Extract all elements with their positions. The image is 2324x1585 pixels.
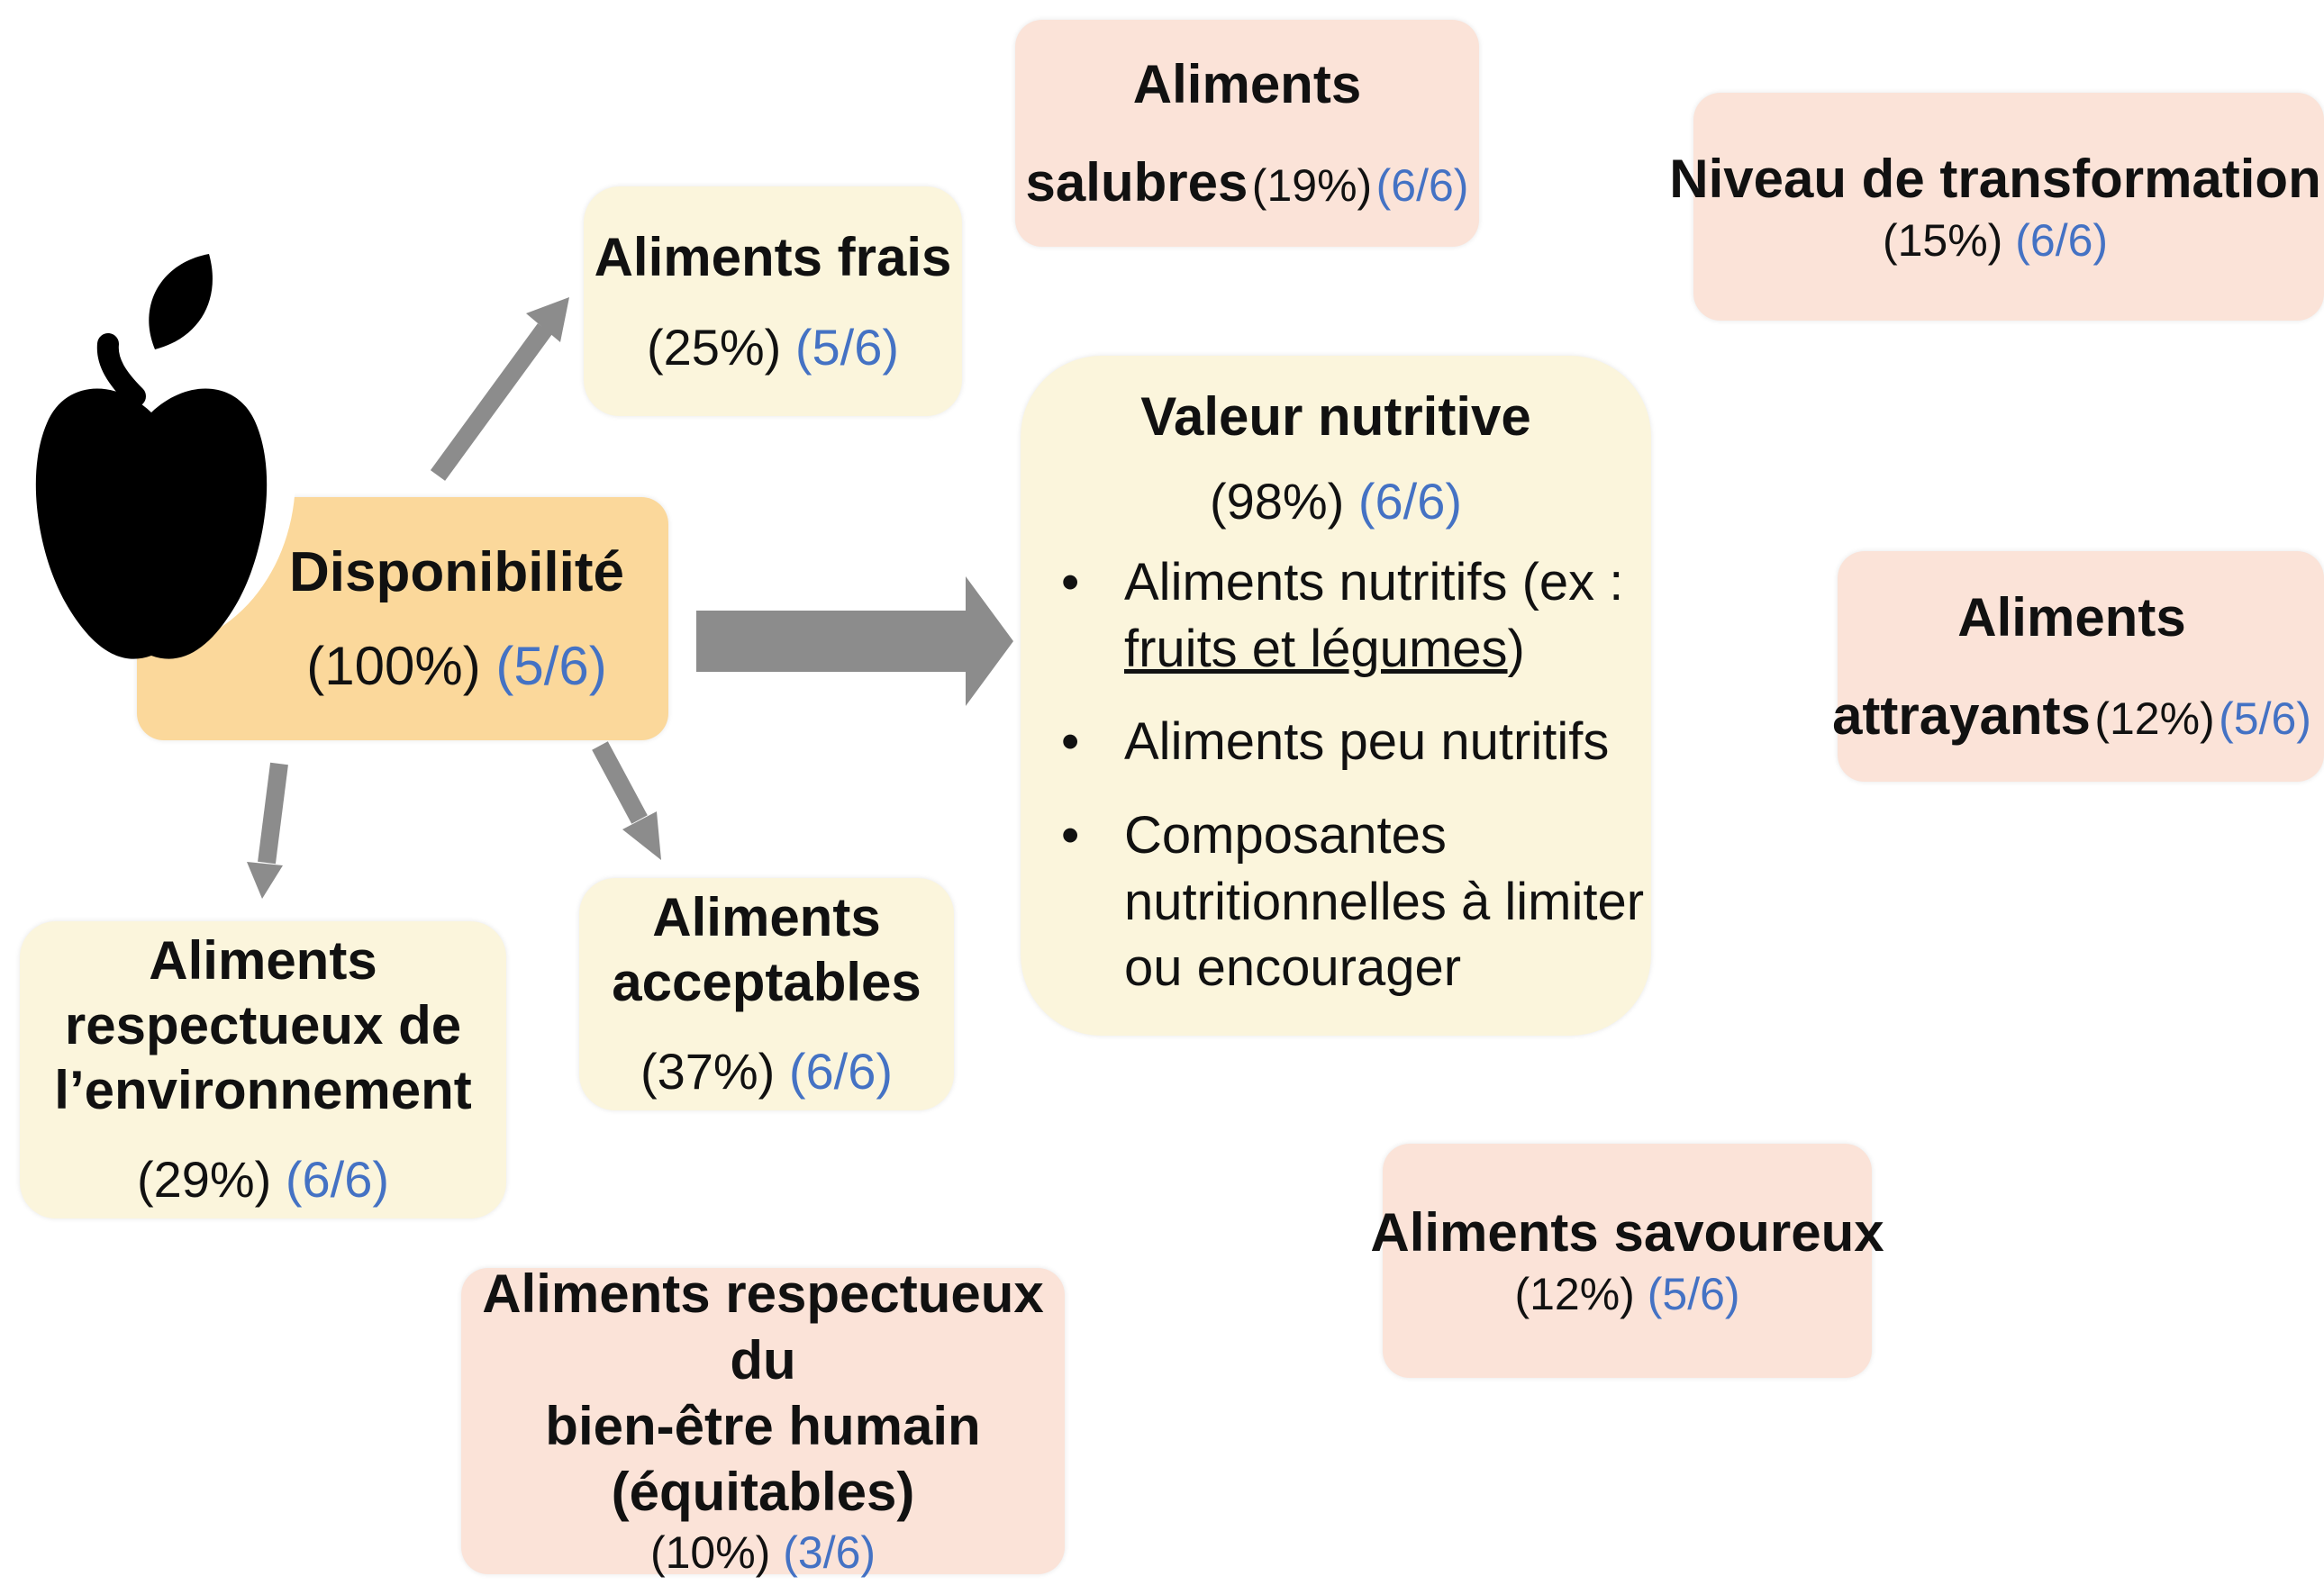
node-aliments-acceptables-title-line-1: Aliments bbox=[652, 887, 881, 947]
node-disponibilite-stats: (100%) (5/6) bbox=[306, 632, 606, 700]
node-aliments-environnement-ratio: (6/6) bbox=[285, 1151, 390, 1208]
node-aliments-frais-title: Aliments frais bbox=[594, 227, 952, 287]
node-aliments-equitables-title-line-2: bien-être humain bbox=[545, 1395, 981, 1456]
node-aliments-equitables-stats: (10%) (3/6) bbox=[650, 1525, 876, 1581]
node-aliments-frais: Aliments frais (25%) (5/6) bbox=[584, 186, 962, 416]
node-aliments-environnement: Aliments respectueux de l’environnement … bbox=[20, 921, 506, 1218]
arrowhead-frais bbox=[526, 297, 569, 342]
arrow-to-environnement bbox=[258, 762, 288, 865]
list-item-aliments-peu-nutritifs: Aliments peu nutritifs bbox=[1021, 709, 1651, 775]
node-disponibilite-title: Disponibilité bbox=[289, 540, 624, 603]
node-aliments-equitables-ratio: (3/6) bbox=[783, 1527, 876, 1579]
node-aliments-acceptables-title-line-2: acceptables bbox=[612, 952, 921, 1012]
node-aliments-attrayants-stats: attrayants (12%) (5/6) bbox=[1832, 682, 2311, 749]
arrowhead-environnement bbox=[247, 862, 283, 899]
node-valeur-nutritive-title: Valeur nutritive bbox=[1140, 386, 1531, 447]
node-aliments-attrayants-pct: (12%) bbox=[2094, 693, 2215, 744]
list-item-close-paren: ) bbox=[1507, 619, 1525, 678]
list-item-composantes-line-3: ou encourager bbox=[1124, 938, 1462, 998]
node-aliments-savoureux: Aliments savoureux (12%) (5/6) bbox=[1370, 1144, 1884, 1378]
node-aliments-equitables-title-line-3: (équitables) bbox=[611, 1461, 915, 1522]
node-aliments-salubres-title-line-2: salubres bbox=[1025, 152, 1248, 213]
arrowhead-acceptables bbox=[622, 811, 661, 860]
node-aliments-savoureux-title: Aliments savoureux bbox=[1370, 1202, 1884, 1263]
node-niveau-transformation-ratio: (6/6) bbox=[2015, 214, 2109, 266]
arrow-to-acceptables bbox=[592, 741, 648, 824]
node-aliments-salubres-stats: salubres (19%) (6/6) bbox=[1026, 149, 1469, 216]
node-aliments-frais-pct: (25%) bbox=[646, 319, 782, 376]
node-valeur-nutritive-list: Aliments nutritifs (ex : fruits et légum… bbox=[1021, 549, 1651, 1028]
node-disponibilite: Disponibilité (100%) (5/6) bbox=[137, 497, 668, 740]
arrow-to-frais bbox=[430, 323, 553, 481]
node-aliments-frais-stats: (25%) (5/6) bbox=[647, 316, 899, 379]
node-aliments-salubres-pct: (19%) bbox=[1251, 160, 1373, 211]
list-item-composantes-line-2: nutritionnelles à limiter bbox=[1124, 872, 1645, 931]
node-disponibilite-ratio: (5/6) bbox=[495, 636, 607, 697]
node-aliments-equitables: Aliments respectueux du bien-être humain… bbox=[461, 1263, 1065, 1578]
node-valeur-nutritive-ratio: (6/6) bbox=[1357, 473, 1463, 530]
node-niveau-transformation-title: Niveau de transformation bbox=[1669, 148, 2321, 209]
node-aliments-acceptables-ratio: (6/6) bbox=[788, 1043, 894, 1100]
node-valeur-nutritive-pct: (98%) bbox=[1209, 473, 1345, 530]
node-niveau-transformation-pct: (15%) bbox=[1882, 214, 2003, 266]
node-aliments-frais-ratio: (5/6) bbox=[794, 319, 900, 376]
node-aliments-salubres: Aliments salubres (19%) (6/6) bbox=[1015, 20, 1479, 247]
node-niveau-transformation-stats: (15%) (6/6) bbox=[1883, 213, 2108, 269]
node-aliments-savoureux-ratio: (5/6) bbox=[1647, 1269, 1740, 1320]
node-aliments-attrayants-title-line-1: Aliments bbox=[1957, 587, 2186, 648]
node-aliments-savoureux-stats: (12%) (5/6) bbox=[1514, 1266, 1739, 1323]
node-aliments-acceptables-pct: (37%) bbox=[640, 1043, 776, 1100]
node-aliments-equitables-pct: (10%) bbox=[649, 1527, 771, 1579]
node-valeur-nutritive-stats: (98%) (6/6) bbox=[1210, 470, 1462, 533]
node-aliments-environnement-title-line-3: l’environnement bbox=[54, 1060, 472, 1120]
node-aliments-environnement-stats: (29%) (6/6) bbox=[137, 1148, 389, 1211]
node-aliments-acceptables: Aliments acceptables (37%) (6/6) bbox=[579, 878, 954, 1110]
node-aliments-equitables-title-line-1: Aliments respectueux du bbox=[482, 1263, 1044, 1390]
list-item-composantes: Composantes nutritionnelles à limiter ou… bbox=[1021, 802, 1651, 1001]
node-aliments-attrayants: Aliments attrayants (12%) (5/6) bbox=[1832, 551, 2324, 782]
node-disponibilite-pct: (100%) bbox=[306, 636, 481, 697]
node-valeur-nutritive: Valeur nutritive (98%) (6/6) Aliments nu… bbox=[1021, 356, 1651, 1036]
list-item-aliments-nutritifs-text: Aliments nutritifs (ex : bbox=[1124, 553, 1624, 611]
list-item-fruits-legumes: fruits et légumes bbox=[1124, 619, 1508, 678]
node-aliments-environnement-title-line-2: respectueux de bbox=[64, 995, 462, 1055]
node-aliments-acceptables-stats: (37%) (6/6) bbox=[640, 1040, 893, 1103]
node-aliments-attrayants-ratio: (5/6) bbox=[2219, 693, 2311, 744]
list-item-composantes-line-1: Composantes bbox=[1124, 805, 1447, 865]
node-niveau-transformation: Niveau de transformation (15%) (6/6) bbox=[1669, 93, 2324, 321]
node-aliments-savoureux-pct: (12%) bbox=[1514, 1269, 1635, 1320]
node-aliments-attrayants-title-line-2: attrayants bbox=[1832, 685, 2091, 746]
list-item-aliments-nutritifs: Aliments nutritifs (ex : fruits et légum… bbox=[1021, 549, 1651, 682]
node-aliments-salubres-ratio: (6/6) bbox=[1375, 160, 1469, 211]
arrow-to-valeur-nutritive bbox=[696, 576, 1013, 706]
node-aliments-salubres-title-line-1: Aliments bbox=[1132, 54, 1362, 114]
node-aliments-environnement-pct: (29%) bbox=[136, 1151, 272, 1208]
node-aliments-environnement-title-line-1: Aliments bbox=[149, 930, 377, 991]
